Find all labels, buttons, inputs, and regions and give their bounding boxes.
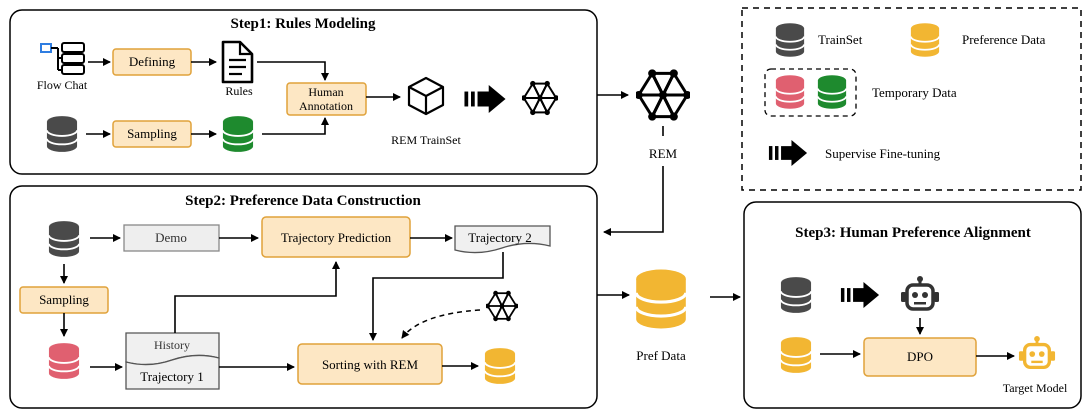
legend-temp-green-icon [817, 74, 847, 110]
legend-sft-label: Supervise Fine-tuning [825, 146, 941, 161]
trajectory1-label: Trajectory 1 [140, 369, 203, 384]
legend: TrainSet Preference Data Temporary Data … [741, 7, 1082, 191]
demo-box [123, 224, 220, 252]
trainset-database-icon [46, 115, 78, 153]
target-model-label: Target Model [1003, 381, 1068, 395]
pref-data-database-icon [634, 268, 688, 330]
step2-rem-icon [486, 290, 518, 322]
trajectory2-doc [454, 225, 551, 254]
step2-preference-database-icon [484, 347, 516, 385]
step3-panel: Step3: Human Preference Alignment DPO Ta… [743, 201, 1082, 409]
step2-sampling-label: Sampling [39, 292, 89, 307]
trajectory-prediction-label: Trajectory Prediction [281, 230, 392, 245]
trajectory2-label: Trajectory 2 [468, 230, 531, 245]
document-icon [221, 40, 254, 84]
human-annotation-label-1: Human [308, 85, 343, 99]
legend-preference-icon [910, 22, 940, 58]
human-annotation-box [286, 82, 367, 116]
step3-title: Step3: Human Preference Alignment [795, 225, 1031, 241]
cube-icon [407, 76, 445, 116]
flow-chart-icon [40, 42, 85, 75]
step2-panel: Step2: Preference Data Construction Demo… [9, 185, 598, 409]
rem-trainset-label: REM TrainSet [391, 133, 461, 147]
legend-trainset-label: TrainSet [818, 32, 863, 47]
step2-trainset-icon [48, 220, 80, 258]
robot-icon [900, 276, 940, 311]
neural-network-icon [522, 80, 558, 116]
step3-trainset-icon [780, 276, 812, 314]
rem-neural-network-icon [636, 68, 690, 122]
target-robot-icon [1018, 336, 1056, 370]
human-annotation-label-2: Annotation [299, 99, 353, 113]
defining-label: Defining [129, 54, 176, 69]
history-trajectory-doc [125, 332, 220, 390]
demo-label: Demo [155, 230, 187, 245]
temp-green-database-icon [222, 115, 254, 153]
sorting-label: Sorting with REM [322, 357, 419, 372]
sft-arrow-icon [464, 85, 506, 113]
dpo-label: DPO [907, 349, 933, 364]
legend-temp-red-icon [775, 74, 805, 110]
sampling-label: Sampling [127, 126, 177, 141]
legend-trainset-icon [775, 22, 805, 58]
rem-model: REM [597, 68, 690, 236]
flow-chat-label: Flow Chat [37, 78, 88, 92]
pref-data: Pref Data [597, 268, 741, 363]
rem-label: REM [649, 146, 678, 161]
step3-preference-icon [780, 336, 812, 374]
legend-temporary-label: Temporary Data [872, 85, 957, 100]
step3-sft-icon [840, 282, 880, 308]
legend-preference-label: Preference Data [962, 32, 1046, 47]
trajectory-prediction-box [261, 216, 411, 258]
dpo-box [863, 337, 977, 377]
step2-title: Step2: Preference Data Construction [185, 193, 421, 209]
pref-data-label: Pref Data [636, 348, 686, 363]
step1-panel: Step1: Rules Modeling Flow Chat Defining… [9, 9, 598, 175]
temp-red-database-icon [48, 342, 80, 380]
step1-title: Step1: Rules Modeling [230, 16, 376, 32]
sorting-box [297, 343, 443, 385]
rules-label: Rules [225, 84, 253, 98]
legend-sft-icon [768, 140, 808, 166]
history-label: History [154, 338, 190, 352]
